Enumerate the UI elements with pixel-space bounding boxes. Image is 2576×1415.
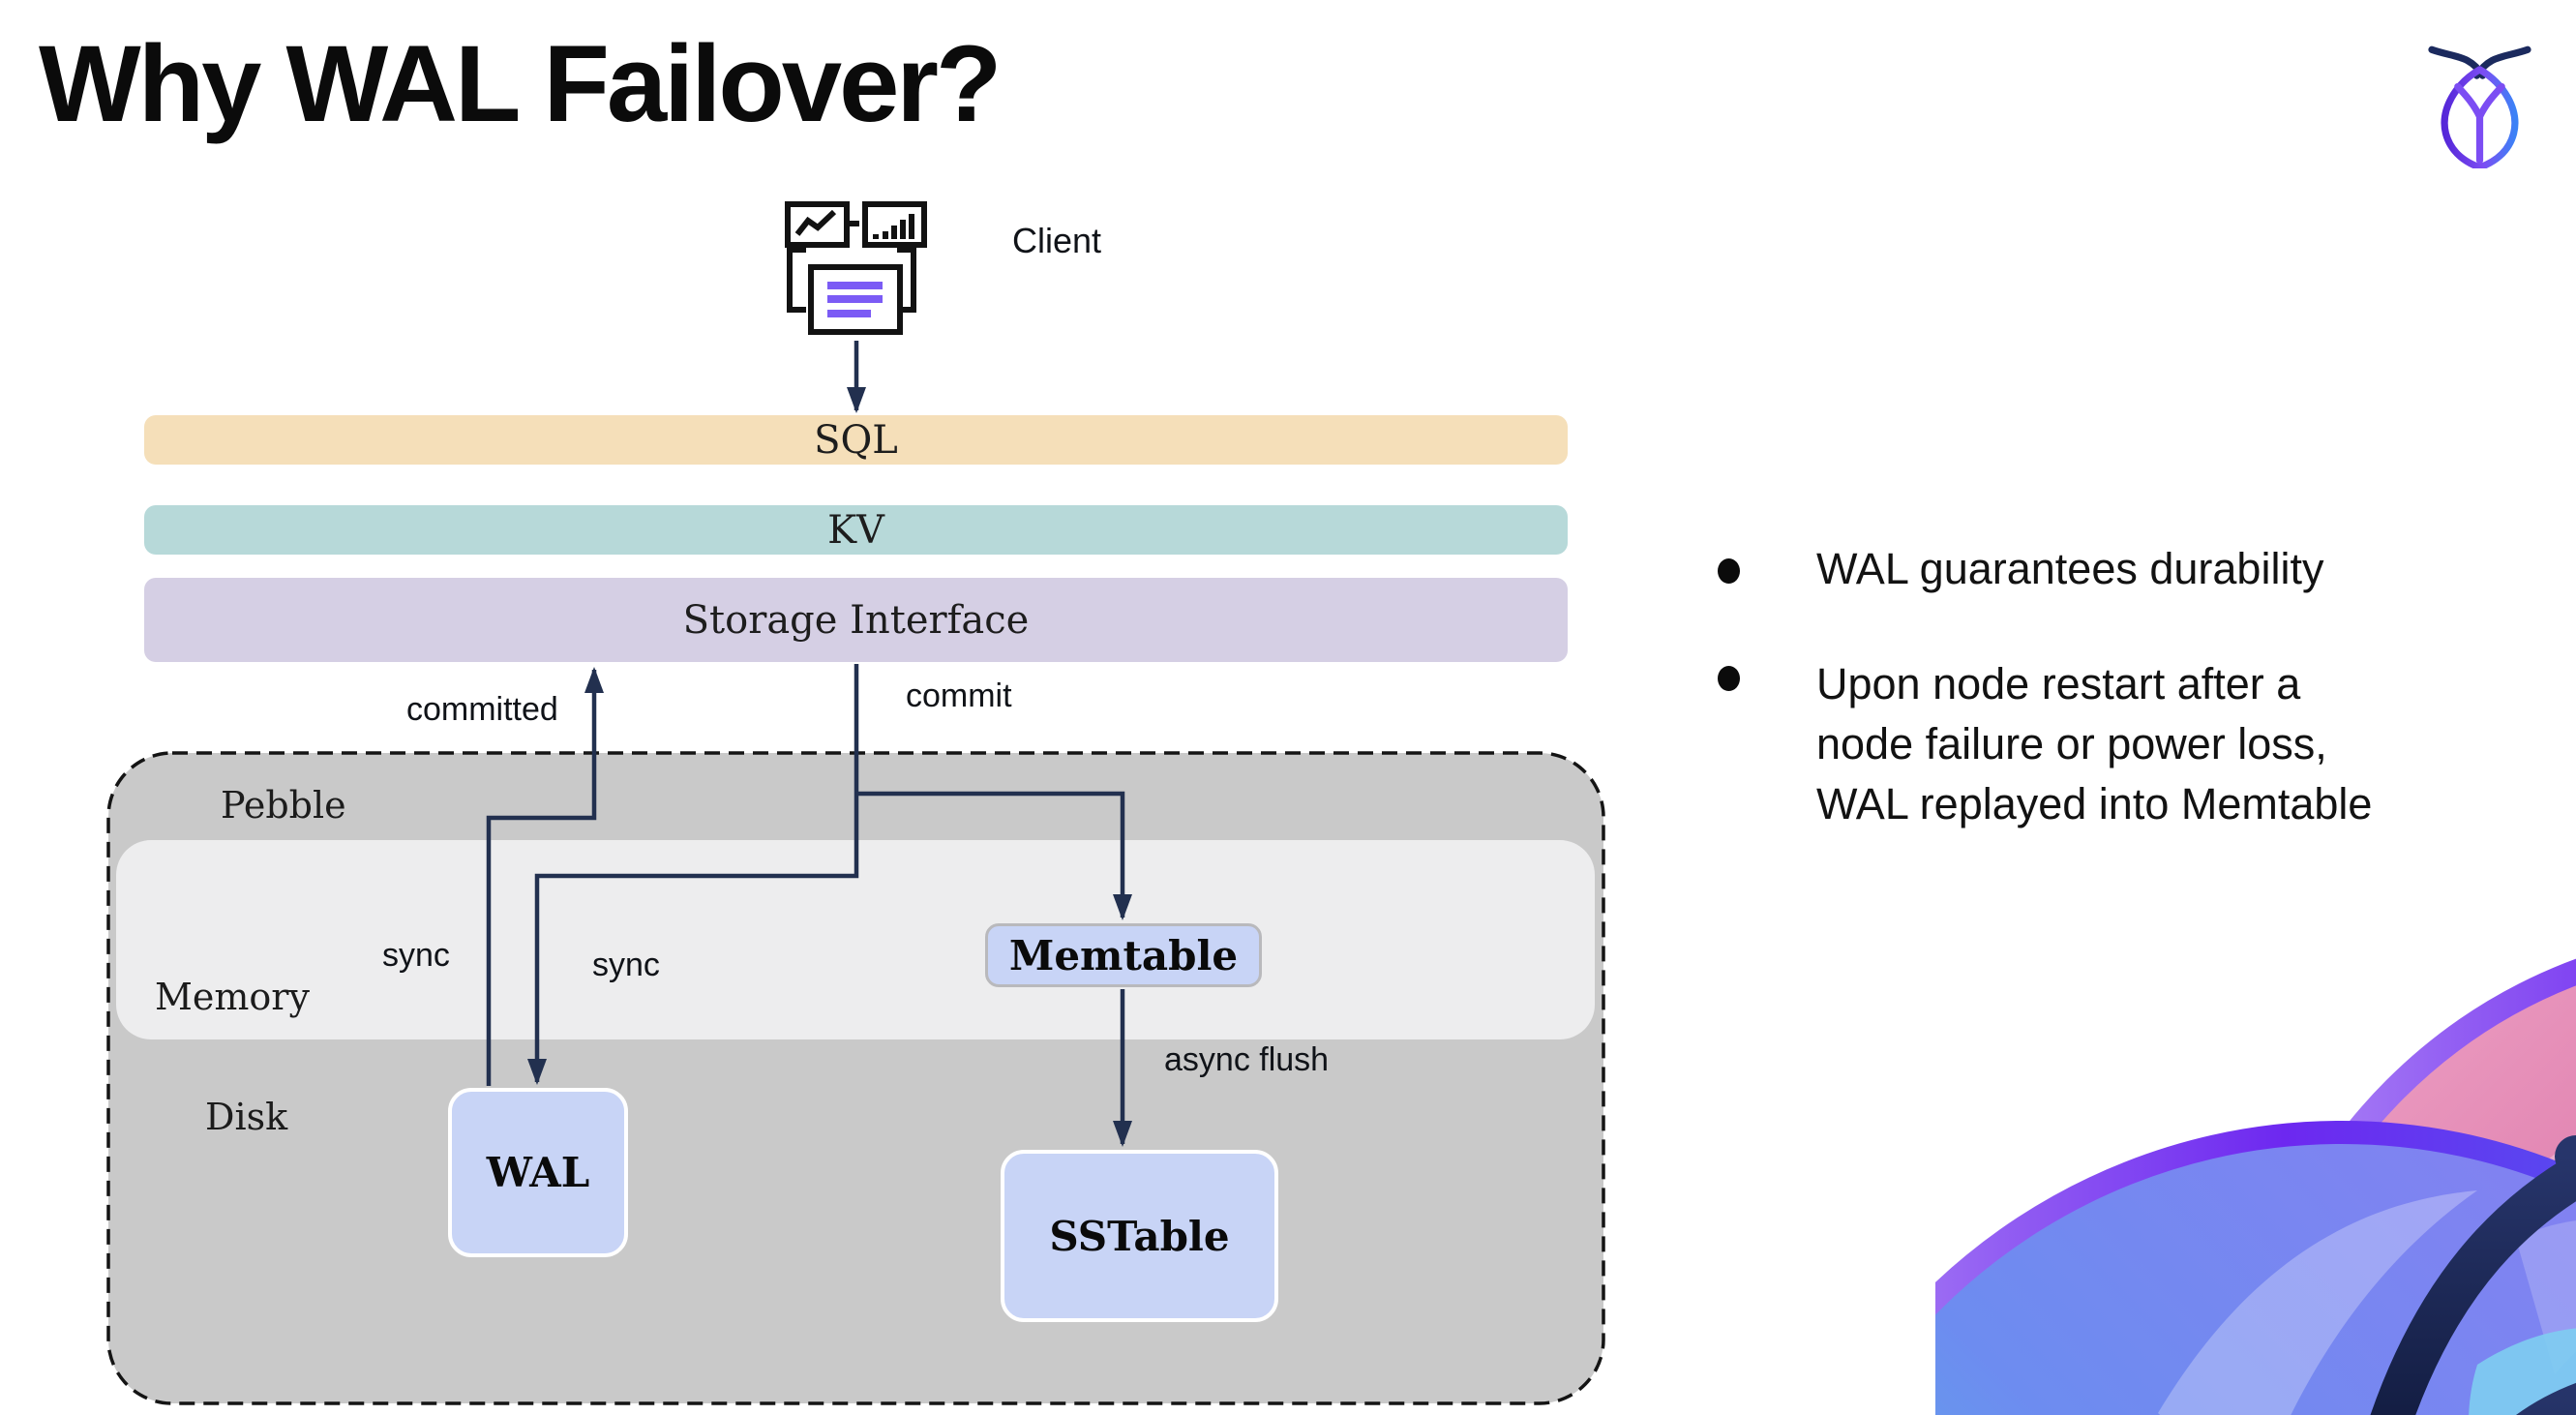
edge-commit-sync-wal bbox=[527, 664, 859, 1085]
memtable-node-label: Memtable bbox=[1008, 931, 1239, 979]
edge-label-sync-down: sync bbox=[592, 947, 660, 983]
client-icon bbox=[785, 201, 927, 335]
bullet-item: Upon node restart after a node failure o… bbox=[1816, 654, 2372, 834]
roach-outline bbox=[2370, 1135, 2576, 1415]
memory-band bbox=[116, 840, 1595, 1039]
bar-chart-icon bbox=[873, 214, 914, 239]
petal-highlight bbox=[2158, 1190, 2477, 1415]
bullet-dot bbox=[1718, 558, 1740, 584]
right-bracket-icon bbox=[897, 247, 916, 313]
blue-circle-rim bbox=[1935, 1121, 2576, 1315]
memtable-node: Memtable bbox=[985, 923, 1262, 987]
layer-storage-interface: Storage Interface bbox=[144, 578, 1568, 662]
disk-label: Disk bbox=[205, 1096, 288, 1138]
layer-storage-label: Storage Interface bbox=[682, 597, 1030, 643]
bullet-item: WAL guarantees durability bbox=[1816, 539, 2323, 599]
memory-label: Memory bbox=[155, 976, 310, 1018]
pebble-label: Pebble bbox=[221, 784, 346, 827]
edge-label-committed: committed bbox=[406, 691, 558, 728]
bullet-line: node failure or power loss, bbox=[1816, 719, 2327, 768]
cyan-leaf bbox=[2469, 1328, 2576, 1415]
cockroachdb-logo-icon bbox=[2428, 45, 2531, 168]
sstable-node: SSTable bbox=[1001, 1150, 1278, 1322]
pebble-container bbox=[106, 751, 1605, 1405]
bullet-dot bbox=[1718, 666, 1740, 691]
wal-node-label: WAL bbox=[486, 1149, 590, 1196]
layer-kv-label: KV bbox=[827, 507, 884, 553]
bullet-line: WAL replayed into Memtable bbox=[1816, 779, 2373, 828]
bullet-line: Upon node restart after a bbox=[1816, 659, 2301, 708]
edge-label-sync-up: sync bbox=[382, 937, 450, 974]
edge-label-async-flush: async flush bbox=[1164, 1041, 1330, 1078]
sstable-node-label: SSTable bbox=[1049, 1212, 1230, 1260]
layer-kv: KV bbox=[144, 505, 1568, 555]
edge-committed bbox=[486, 667, 604, 1086]
layer-sql-label: SQL bbox=[814, 417, 898, 463]
layer-sql: SQL bbox=[144, 415, 1568, 465]
chart-screen-icon bbox=[785, 201, 850, 248]
edge-label-commit: commit bbox=[906, 677, 1012, 714]
edge-commit-memtable bbox=[856, 791, 1132, 920]
line-chart-icon bbox=[794, 209, 837, 236]
client-label: Client bbox=[1012, 221, 1102, 260]
left-bracket-icon bbox=[787, 247, 806, 313]
bullet-line: WAL guarantees durability bbox=[1816, 544, 2324, 593]
page-title: Why WAL Failover? bbox=[39, 23, 1002, 144]
brand-artwork bbox=[1935, 958, 2576, 1415]
wal-node: WAL bbox=[448, 1088, 628, 1257]
dash-icon bbox=[850, 221, 859, 226]
text-lines-icon bbox=[827, 282, 883, 317]
